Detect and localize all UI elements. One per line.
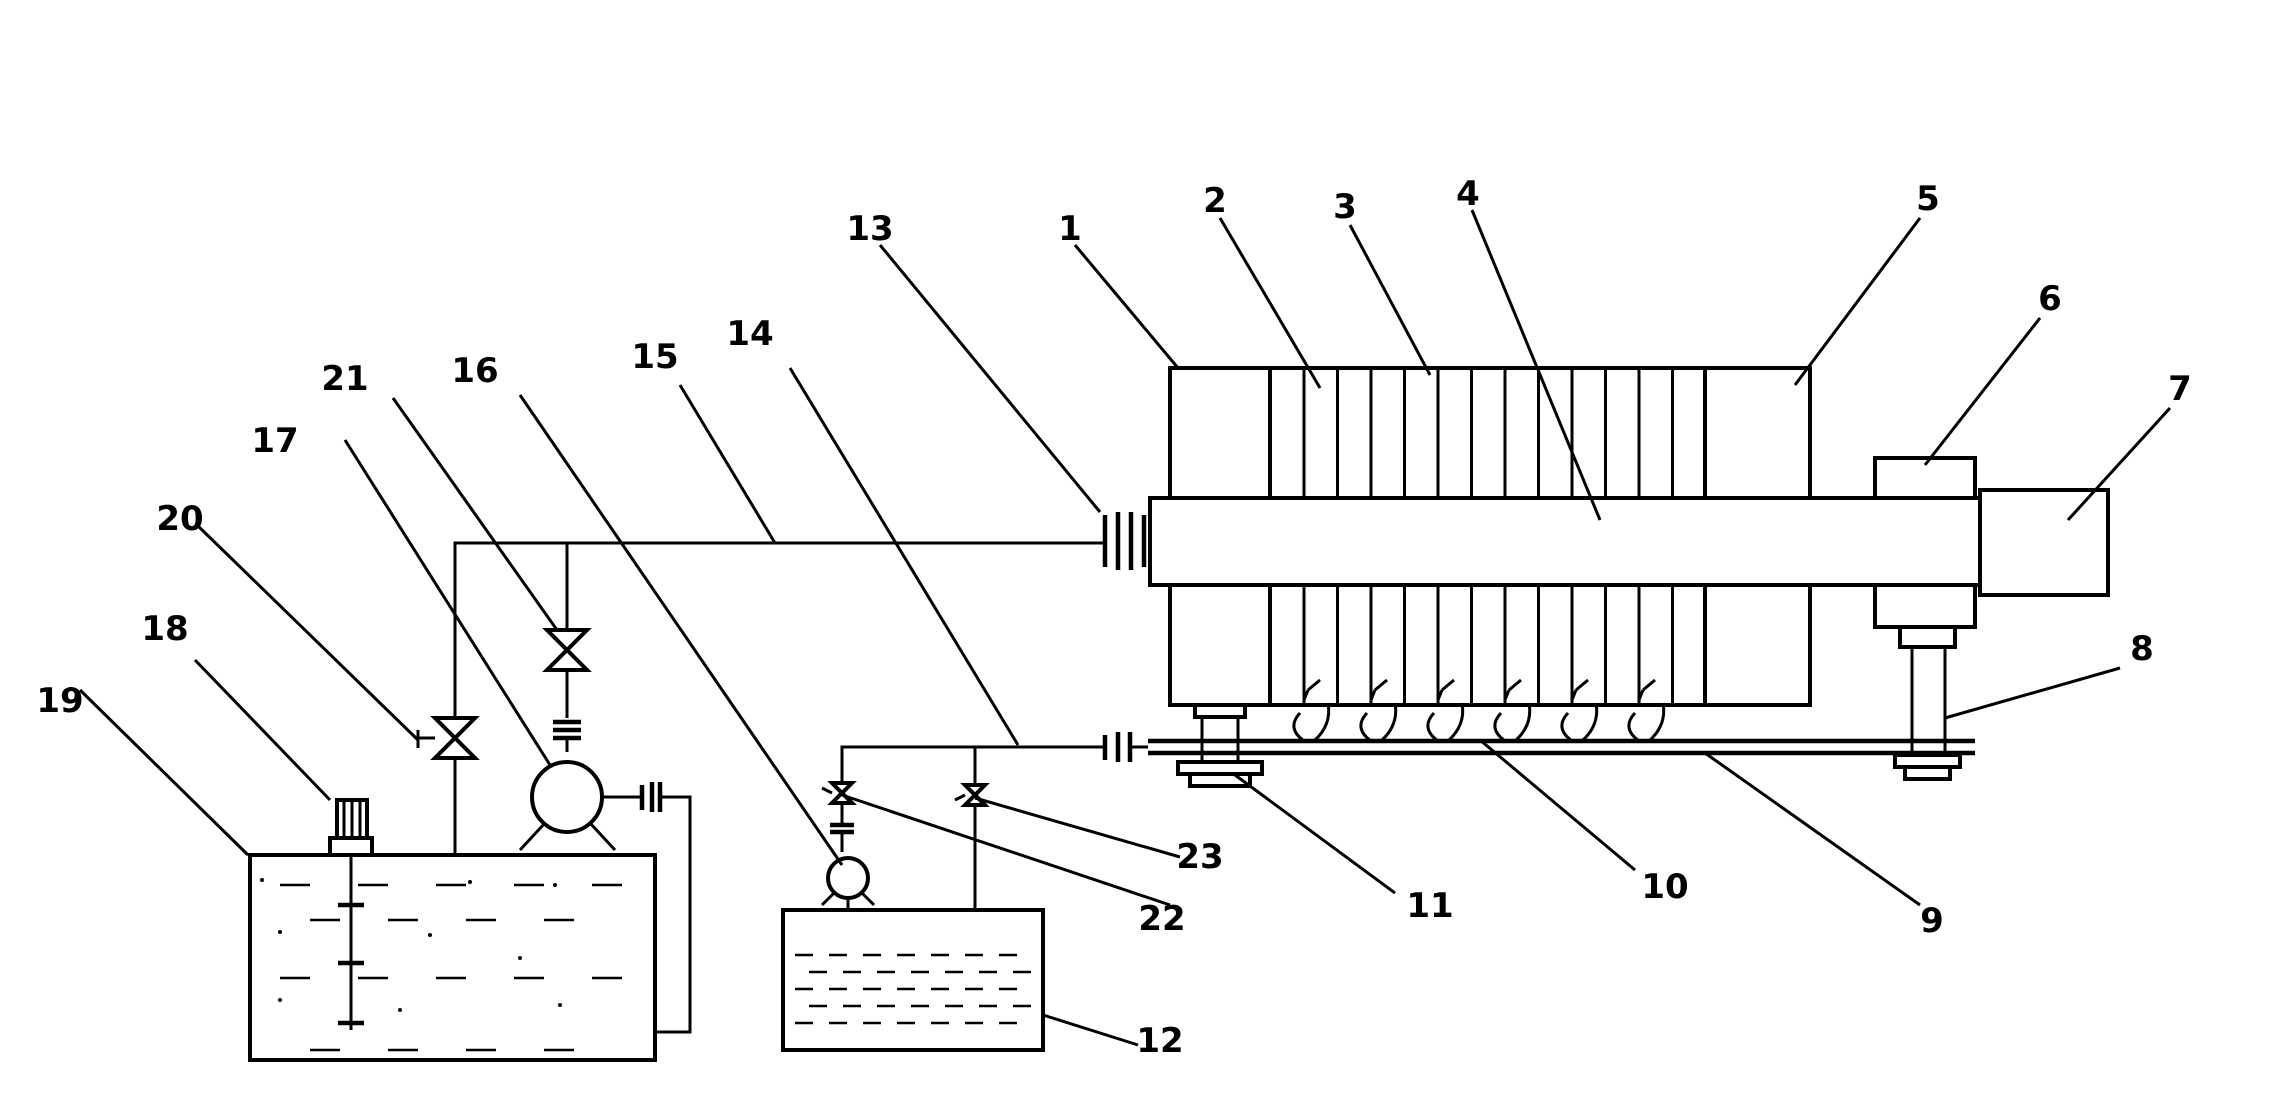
labels: 1 2 3 4 5 6 7 8 9 10 11 12 13 14 15 16 1…: [36, 174, 2192, 1061]
label-20: 20: [156, 499, 203, 539]
pump-16: [820, 856, 876, 907]
label-10: 10: [1641, 867, 1688, 907]
valve-22: [821, 781, 857, 805]
label-3: 3: [1333, 187, 1357, 227]
filter-press: [1102, 366, 2110, 788]
label-5: 5: [1916, 179, 1940, 219]
leader-lines: [78, 209, 2172, 1047]
slurry-tank: [248, 853, 657, 1062]
plate-stack-lower: [1268, 583, 1707, 707]
discharge-taps: [1292, 678, 1666, 743]
valve-23: [954, 783, 990, 807]
valve-20: [416, 716, 480, 760]
hydraulic-station: [1978, 488, 2110, 597]
label-11: 11: [1406, 886, 1453, 926]
main-beam: [1148, 496, 2002, 587]
support-leg: [1893, 625, 1962, 781]
inlet-flange: [1102, 512, 1147, 570]
pump-17: [518, 760, 617, 852]
label-21: 21: [321, 359, 368, 399]
label-18: 18: [141, 609, 188, 649]
label-22: 22: [1138, 899, 1185, 939]
filtrate-trough: [1148, 738, 1975, 756]
head-plate-lower: [1168, 583, 1272, 707]
label-1: 1: [1058, 209, 1082, 249]
tank-19-liquid: [260, 878, 622, 1052]
tail-plate-lower: [1703, 583, 1812, 707]
cylinder-housing-bottom: [1873, 583, 1977, 629]
agitator-motor: [328, 798, 374, 1030]
label-6: 6: [2038, 279, 2062, 319]
label-8: 8: [2130, 629, 2154, 669]
label-19: 19: [36, 681, 83, 721]
label-12: 12: [1136, 1021, 1183, 1061]
filtrate-tank: [781, 908, 1045, 1052]
label-15: 15: [631, 337, 678, 377]
tank-12-liquid: [795, 953, 1031, 1025]
plate-stack-upper: [1268, 366, 1707, 500]
filter-plates: [1302, 368, 1674, 705]
label-7: 7: [2168, 369, 2192, 409]
label-9: 9: [1920, 901, 1944, 941]
label-14: 14: [726, 314, 773, 354]
label-2: 2: [1203, 181, 1227, 221]
tail-plate-upper: [1703, 366, 1812, 500]
label-17: 17: [251, 421, 298, 461]
label-16: 16: [451, 351, 498, 391]
valve-21: [542, 628, 592, 672]
head-foot: [1176, 703, 1264, 788]
label-23: 23: [1176, 837, 1223, 877]
label-4: 4: [1456, 174, 1480, 214]
head-plate-upper: [1168, 366, 1272, 500]
label-13: 13: [846, 209, 893, 249]
